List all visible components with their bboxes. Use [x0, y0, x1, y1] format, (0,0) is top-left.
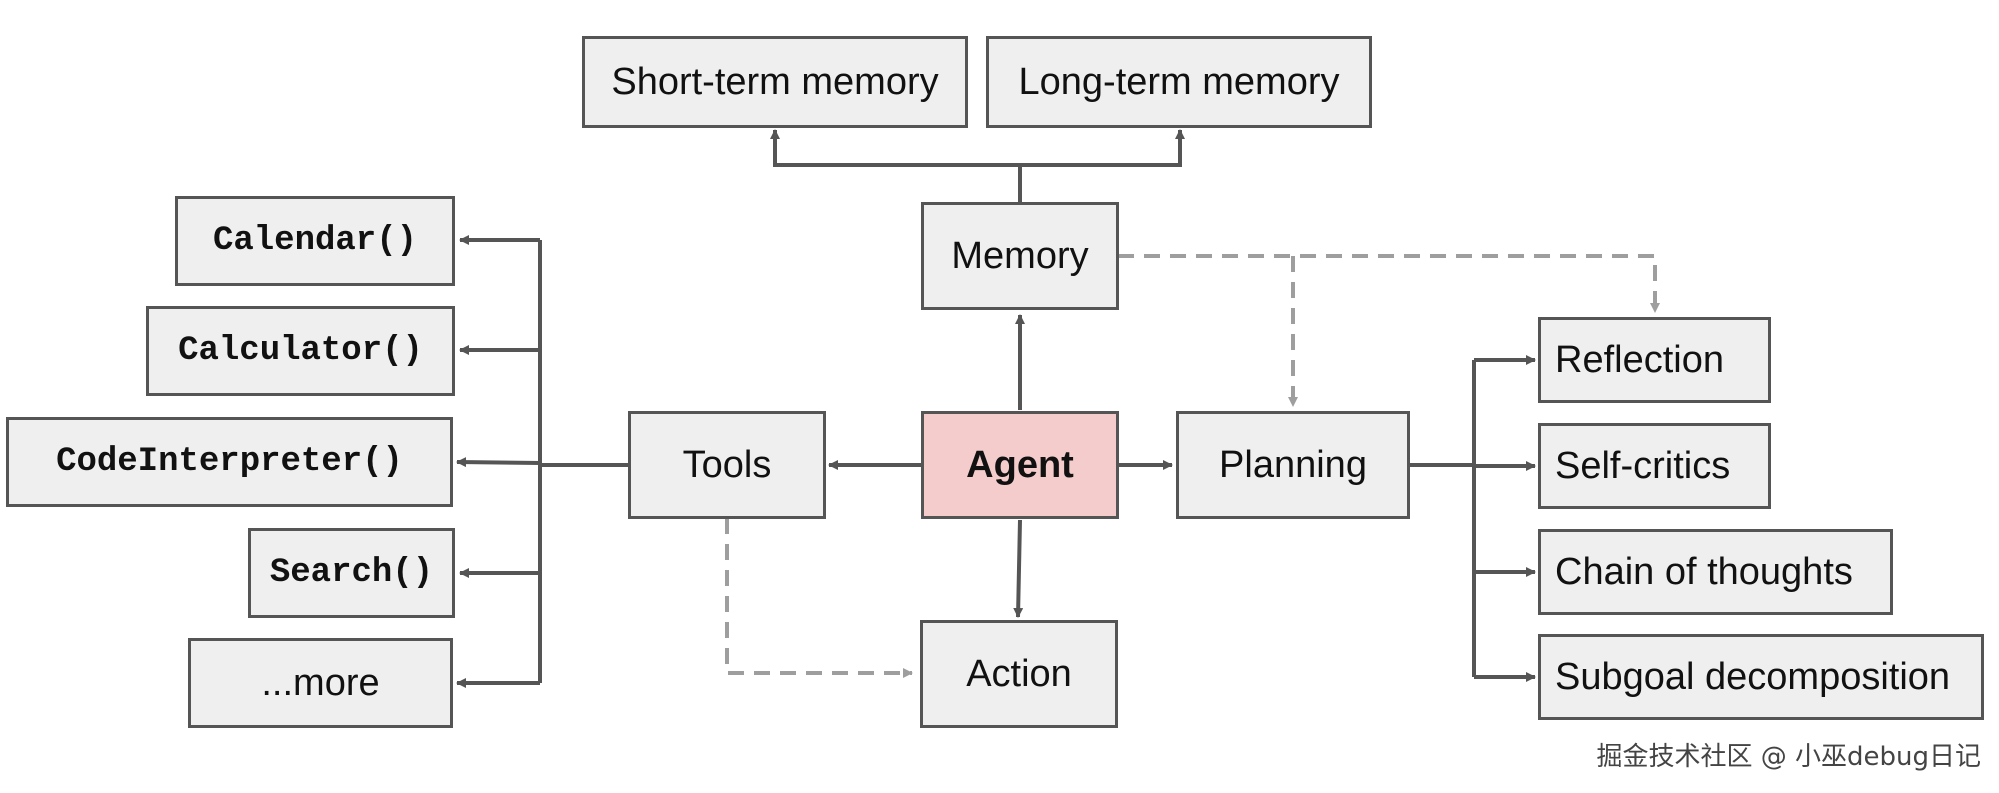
node-short-term-memory: Short-term memory — [582, 36, 968, 128]
node-planning: Planning — [1176, 411, 1410, 519]
node-tools: Tools — [628, 411, 826, 519]
node-subgoal-decomposition: Subgoal decomposition — [1538, 634, 1984, 720]
edge-tools-to-action-dashed — [725, 518, 913, 678]
watermark: 掘金技术社区 @ 小巫debug日记 — [1596, 742, 1981, 772]
edge-agent-to-action — [1013, 519, 1024, 618]
node-reflection: Reflection — [1538, 317, 1771, 403]
edge-planning-trunk — [1410, 360, 1476, 677]
edge-tools-trunk — [538, 240, 628, 683]
edge-memory-to-short-term-memory — [770, 129, 1022, 202]
node-calculator: Calculator() — [146, 306, 455, 396]
node-agent: Agent — [921, 411, 1119, 519]
edge-memory-to-reflection-dashed — [1118, 254, 1660, 313]
node-search: Search() — [248, 528, 455, 618]
edge-memory-to-long-term-memory — [1020, 129, 1185, 167]
node-calendar: Calendar() — [175, 196, 455, 286]
node-self-critics: Self-critics — [1538, 423, 1771, 509]
node-code-interpreter: CodeInterpreter() — [6, 417, 453, 507]
edge-tools-to-code-interpreter — [456, 457, 541, 468]
node-memory: Memory — [921, 202, 1119, 310]
node-long-term-memory: Long-term memory — [986, 36, 1372, 128]
node-more: ...more — [188, 638, 453, 728]
node-action: Action — [920, 620, 1118, 728]
node-chain-of-thoughts: Chain of thoughts — [1538, 529, 1893, 615]
